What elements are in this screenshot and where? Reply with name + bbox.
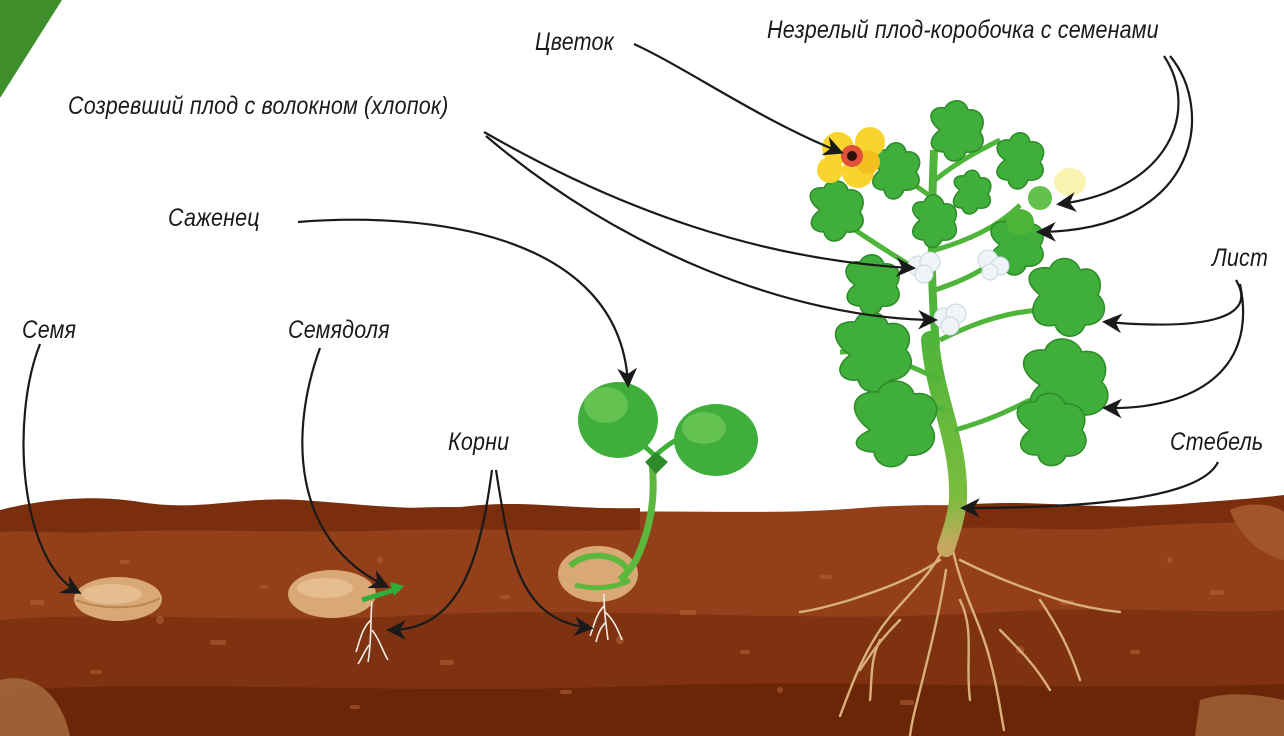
- arrow-stem: [964, 462, 1218, 508]
- arrow-leaf-1: [1106, 280, 1241, 325]
- label-roots: Корни: [448, 428, 509, 456]
- cotton-bolls: [908, 250, 1009, 335]
- label-stem: Стебель: [1170, 428, 1263, 456]
- arrow-leaf-2: [1106, 284, 1243, 408]
- corner-accent: [0, 0, 62, 98]
- label-seed: Семя: [22, 316, 76, 344]
- arrow-seedling: [298, 220, 628, 384]
- arrow-flower: [634, 44, 840, 152]
- label-cotyledon: Семядоля: [288, 316, 390, 344]
- label-leaf: Лист: [1212, 244, 1268, 272]
- label-flower: Цветок: [535, 28, 614, 56]
- label-ripe-fruit: Созревший плод с волокном (хлопок): [68, 92, 449, 120]
- seed-illustration: [74, 577, 162, 621]
- soil: [0, 495, 1284, 736]
- label-seedling: Саженец: [168, 204, 260, 232]
- label-unripe-boll: Незрелый плод-коробочка с семенами: [767, 16, 1159, 44]
- arrow-unripe-boll-2: [1040, 56, 1192, 232]
